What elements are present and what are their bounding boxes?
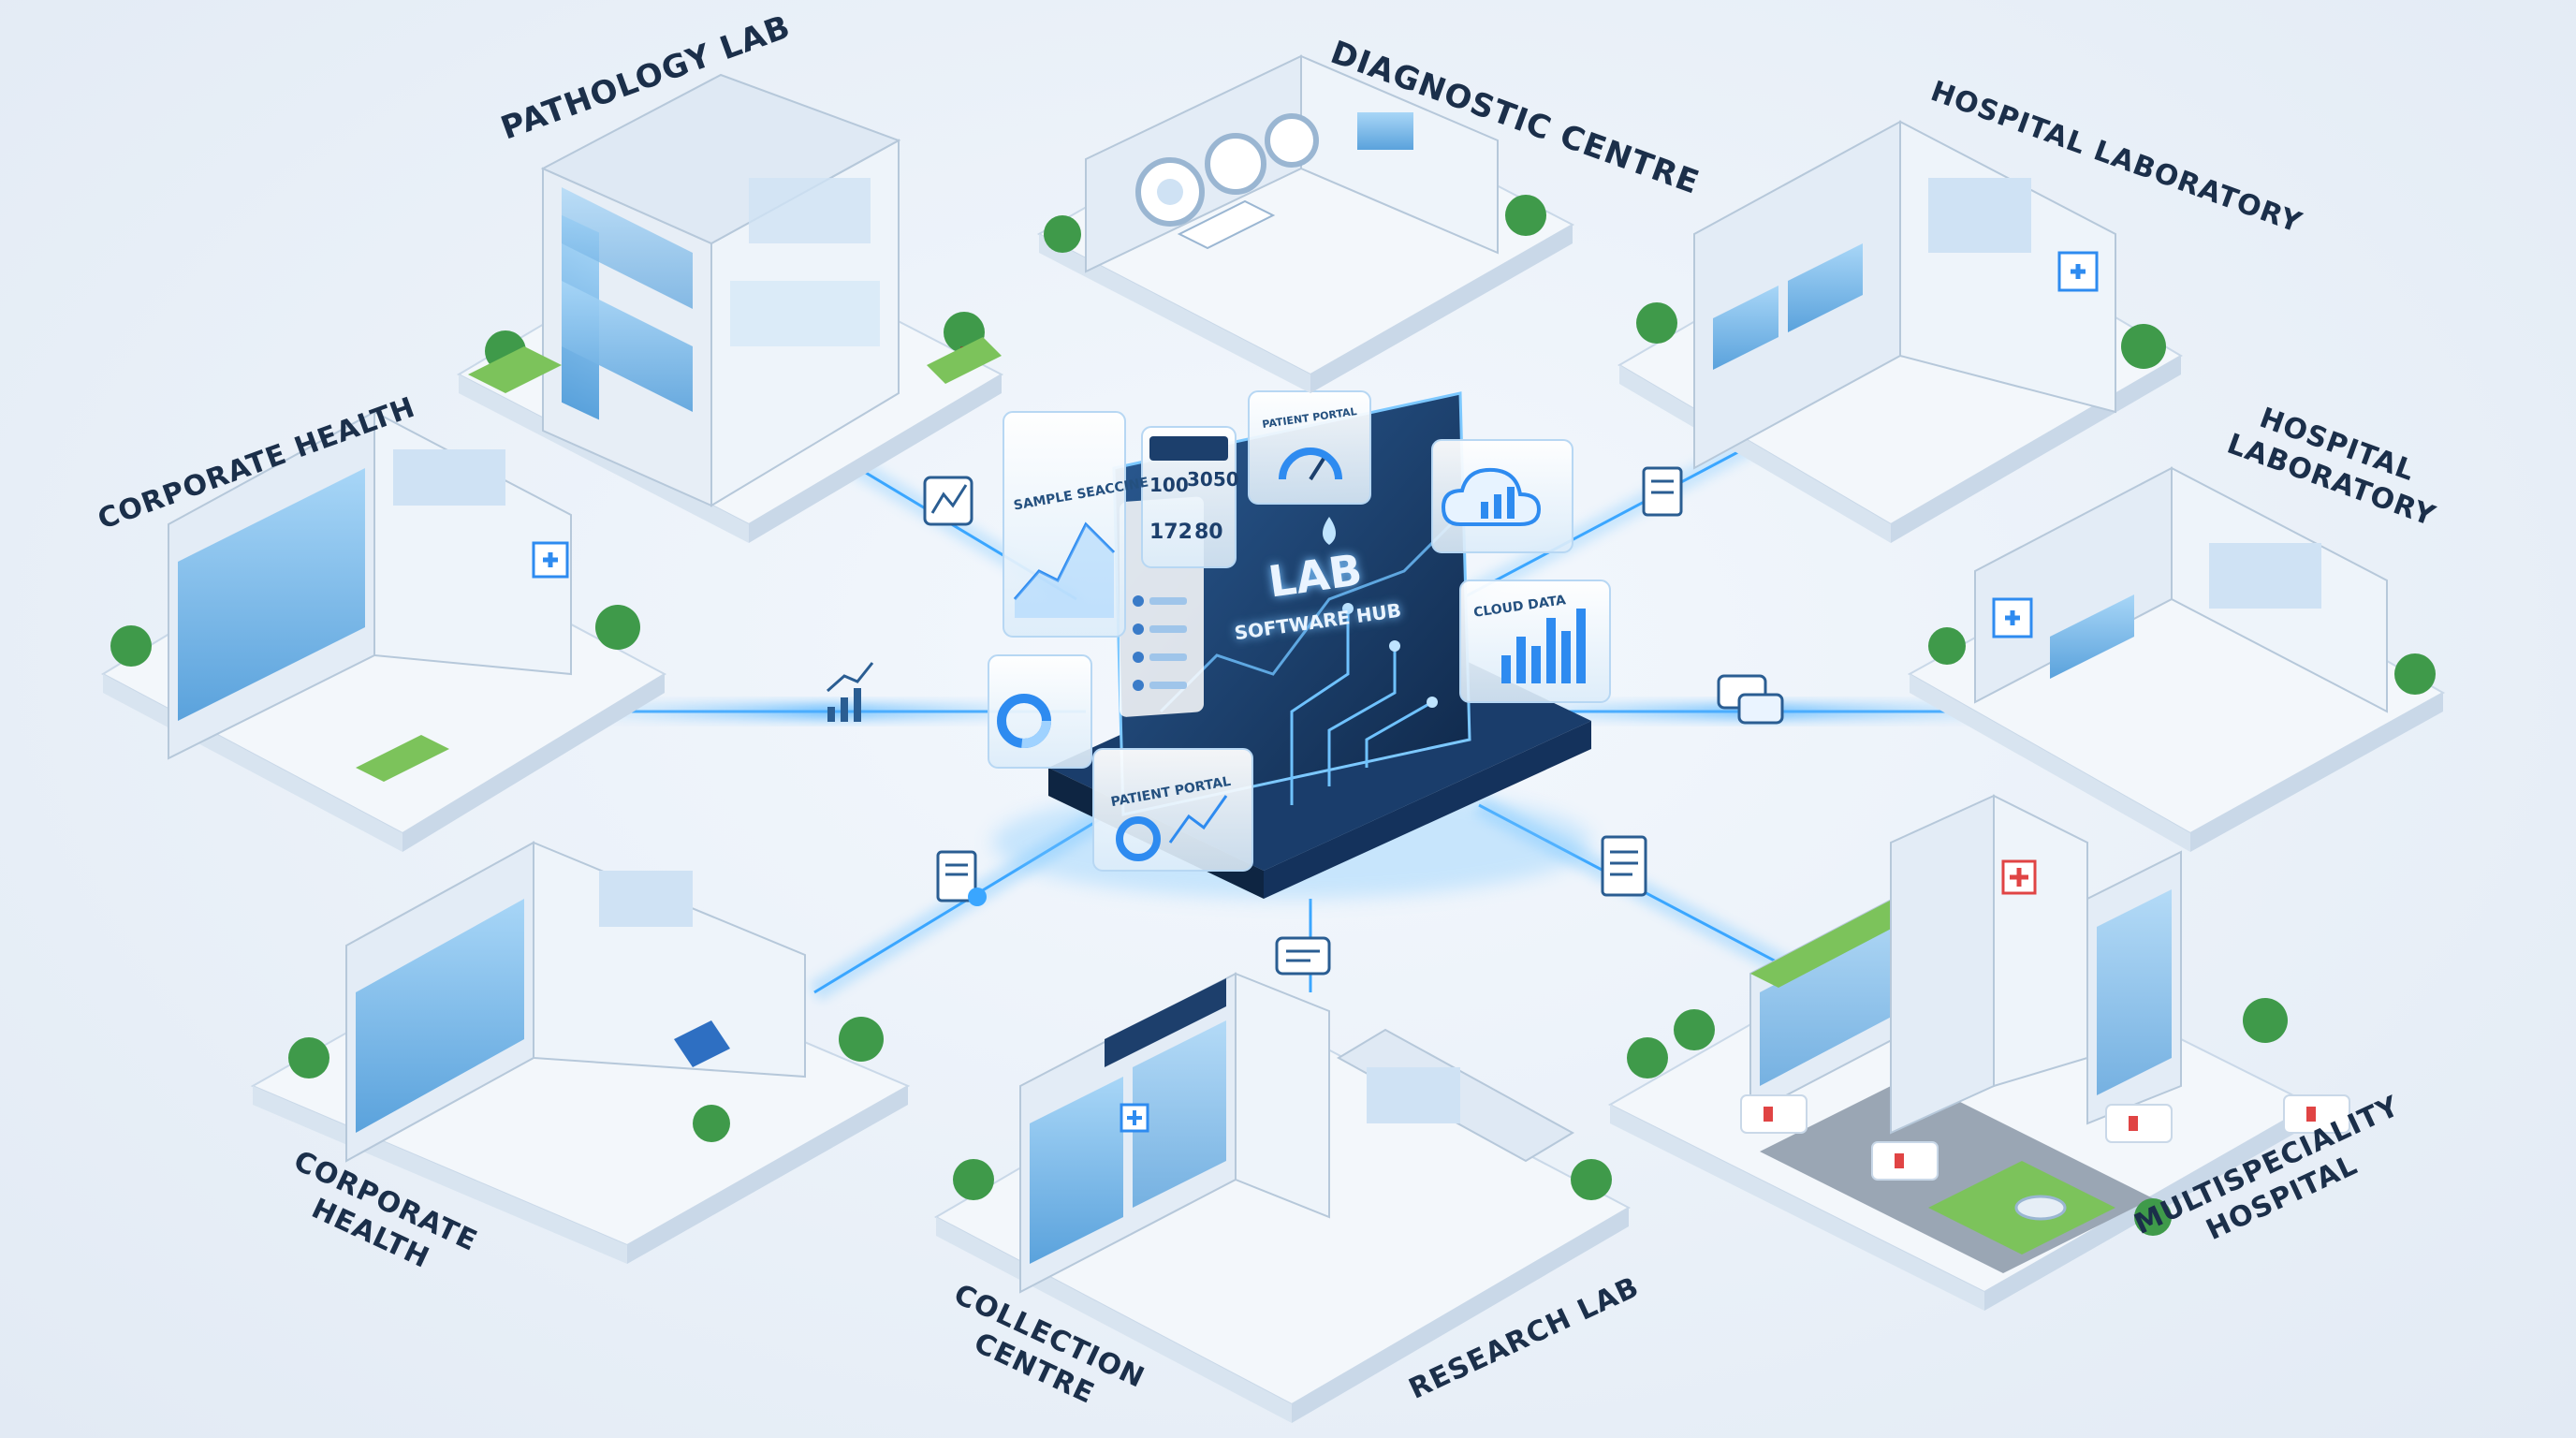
panel-counters <box>1141 426 1237 568</box>
ambulance-2 <box>1871 1141 1939 1181</box>
ambulance-1 <box>1740 1094 1808 1134</box>
counter-c: 172 <box>1149 521 1193 544</box>
building-collection-research[interactable] <box>933 972 1632 1423</box>
building-pathology-lab[interactable] <box>456 73 1004 543</box>
drop-icon <box>1323 517 1336 545</box>
document-icon <box>936 850 987 906</box>
counter-b: 3050 <box>1187 468 1239 491</box>
building-hospital-laboratory-top[interactable] <box>1617 120 2183 543</box>
panel-cloud <box>1431 439 1573 553</box>
panel-patient-portal-bottom <box>1092 748 1253 872</box>
chat-icon <box>1717 674 1784 725</box>
chart-line-icon <box>923 476 973 526</box>
building-multispeciality-hospital[interactable] <box>1607 794 2350 1311</box>
message-icon <box>1275 936 1331 976</box>
counter-d: 80 <box>1194 521 1223 544</box>
building-corporate-health-bottom[interactable] <box>250 841 911 1264</box>
report-icon <box>1601 835 1647 897</box>
building-hospital-laboratory-right[interactable] <box>1907 466 2446 852</box>
panel-cloud-data <box>1459 580 1611 703</box>
counter-a: 100 <box>1149 474 1189 496</box>
panel-sample-sequencing <box>1003 411 1126 638</box>
panel-patient-portal-top <box>1248 390 1371 505</box>
cloud-icon <box>1441 467 1542 526</box>
ambulance-4 <box>2283 1094 2350 1134</box>
doc-top-right-icon <box>1642 466 1683 517</box>
bar-growth-icon <box>827 662 874 722</box>
building-corporate-health-top[interactable] <box>100 410 667 852</box>
gauge-icon <box>1279 448 1342 480</box>
beam-top-right <box>1456 422 1783 608</box>
panel-donut <box>988 654 1092 769</box>
ambulance-3 <box>2105 1104 2173 1143</box>
building-diagnostic-centre[interactable] <box>1036 54 1575 393</box>
